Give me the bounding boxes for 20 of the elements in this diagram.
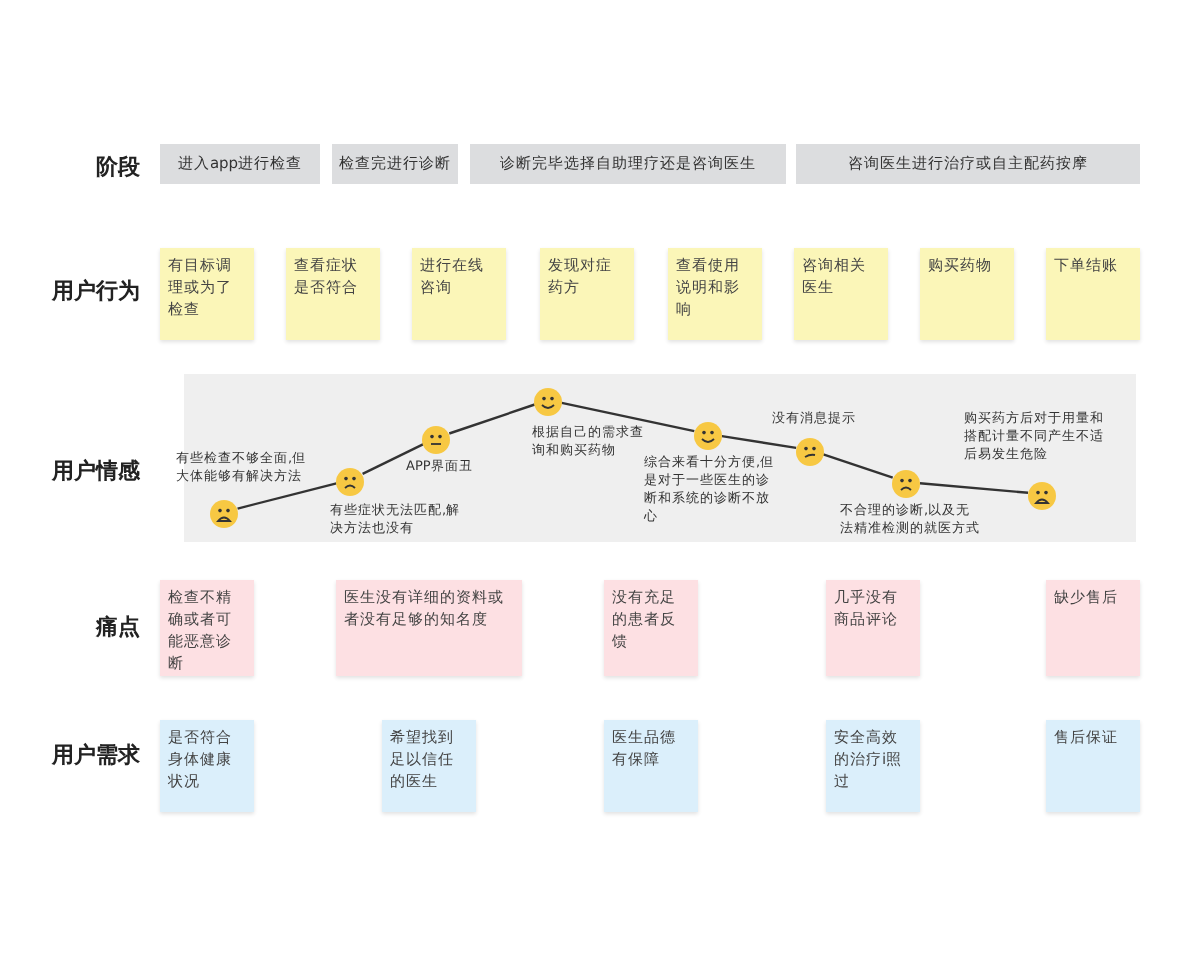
emotion-curve-line — [721, 435, 797, 449]
emotion-curve-line — [822, 453, 894, 479]
emotion-curve-line — [448, 403, 536, 435]
emotion-curve-line — [919, 482, 1029, 494]
row-label: 用户情感 — [49, 456, 140, 486]
row-label: 用户需求 — [49, 740, 140, 770]
row-label: 痛点 — [93, 612, 140, 642]
emotion-curve-line — [237, 482, 337, 510]
emotion-curve-line — [362, 443, 424, 475]
row-label: 用户行为 — [49, 276, 140, 306]
emoji-face-icon — [694, 420, 722, 448]
emoji-face-icon — [1028, 480, 1056, 508]
emoji-face-icon — [534, 386, 562, 414]
emoji-face-icon — [796, 436, 824, 464]
emoji-face-icon — [892, 468, 920, 496]
emoji-face-icon — [422, 424, 450, 452]
emoji-face-icon — [336, 466, 364, 494]
row-label: 阶段 — [94, 152, 140, 182]
emotion-curve-line — [561, 401, 695, 433]
emoji-face-icon — [210, 498, 238, 526]
